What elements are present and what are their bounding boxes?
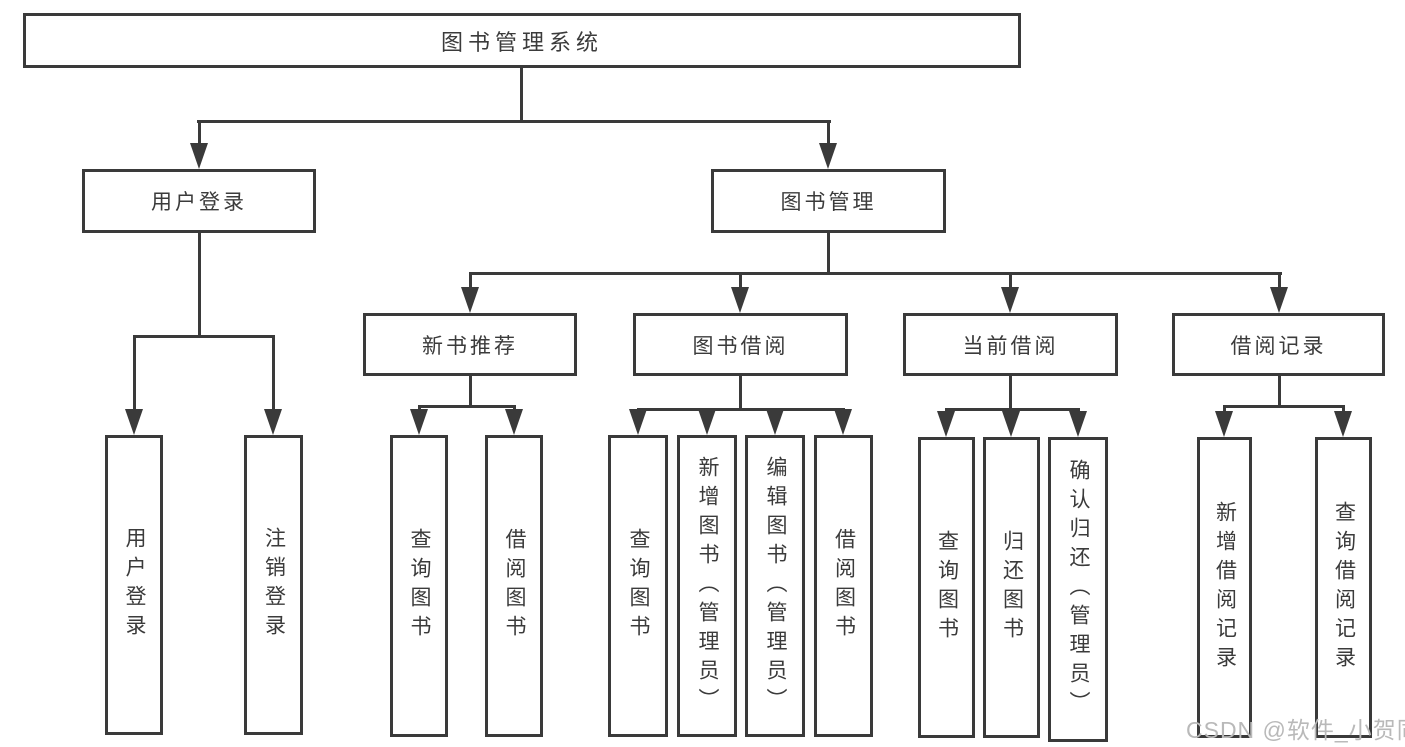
connector-line <box>1009 375 1012 410</box>
connector-line <box>272 335 275 413</box>
arrow-down-icon <box>1215 411 1233 437</box>
connector-line <box>520 67 523 122</box>
node-current-borrow: 当前借阅 <box>903 313 1118 376</box>
arrow-down-icon <box>505 409 523 435</box>
connector-line <box>1223 405 1226 413</box>
arrow-down-icon <box>1334 411 1352 437</box>
connector-line <box>1342 405 1345 413</box>
leaf-query-books-current: 查询图书 <box>918 437 975 738</box>
arrow-down-icon <box>698 409 716 435</box>
arrow-down-icon <box>819 143 837 169</box>
arrow-down-icon <box>1002 411 1020 437</box>
leaf-add-borrow-record: 新增借阅记录 <box>1197 437 1252 738</box>
connector-line <box>1278 375 1281 407</box>
connector-line <box>945 408 1080 411</box>
watermark: CSDN @软件_小贺同学 <box>1186 717 1405 743</box>
connector-line <box>469 272 472 290</box>
leaf-confirm-return-admin: 确认归还（管理员） <box>1048 437 1108 742</box>
node-user-login: 用户登录 <box>82 169 316 233</box>
node-book-management-system: 图书管理系统 <box>23 13 1021 68</box>
arrow-down-icon <box>1069 411 1087 437</box>
connector-line <box>133 335 275 338</box>
connector-line <box>418 405 516 408</box>
connector-line <box>197 120 831 123</box>
arrow-down-icon <box>1001 287 1019 313</box>
connector-line <box>198 120 201 148</box>
leaf-logout: 注销登录 <box>244 435 303 735</box>
arrow-down-icon <box>629 409 647 435</box>
leaf-edit-book-admin: 编辑图书（管理员） <box>745 435 805 737</box>
arrow-down-icon <box>766 409 784 435</box>
arrow-down-icon <box>1270 287 1288 313</box>
leaf-query-borrow-record: 查询借阅记录 <box>1315 437 1372 738</box>
arrow-down-icon <box>264 409 282 435</box>
node-book-management: 图书管理 <box>711 169 946 233</box>
connector-line <box>739 272 742 290</box>
connector-line <box>133 335 136 413</box>
connector-line <box>1278 272 1281 290</box>
connector-line <box>469 375 472 407</box>
arrow-down-icon <box>731 287 749 313</box>
arrow-down-icon <box>410 409 428 435</box>
arrow-down-icon <box>190 143 208 169</box>
leaf-return-book: 归还图书 <box>983 437 1040 738</box>
leaf-add-book-admin: 新增图书（管理员） <box>677 435 737 737</box>
connector-line <box>739 375 742 410</box>
connector-line <box>827 120 830 148</box>
leaf-borrow-books-recommend: 借阅图书 <box>485 435 543 737</box>
arrow-down-icon <box>937 411 955 437</box>
connector-line <box>637 408 845 411</box>
leaf-user-login: 用户登录 <box>105 435 163 735</box>
arrow-down-icon <box>125 409 143 435</box>
connector-line <box>198 232 201 337</box>
connector-line <box>469 272 1282 275</box>
node-borrow-records: 借阅记录 <box>1172 313 1385 376</box>
arrow-down-icon <box>461 287 479 313</box>
connector-line <box>827 232 830 274</box>
leaf-query-books-recommend: 查询图书 <box>390 435 448 737</box>
leaf-query-books-borrow: 查询图书 <box>608 435 668 737</box>
node-new-book-recommend: 新书推荐 <box>363 313 577 376</box>
leaf-borrow-books-2: 借阅图书 <box>814 435 873 737</box>
arrow-down-icon <box>834 409 852 435</box>
connector-line <box>1223 405 1345 408</box>
node-book-borrow: 图书借阅 <box>633 313 848 376</box>
connector-line <box>1009 272 1012 290</box>
